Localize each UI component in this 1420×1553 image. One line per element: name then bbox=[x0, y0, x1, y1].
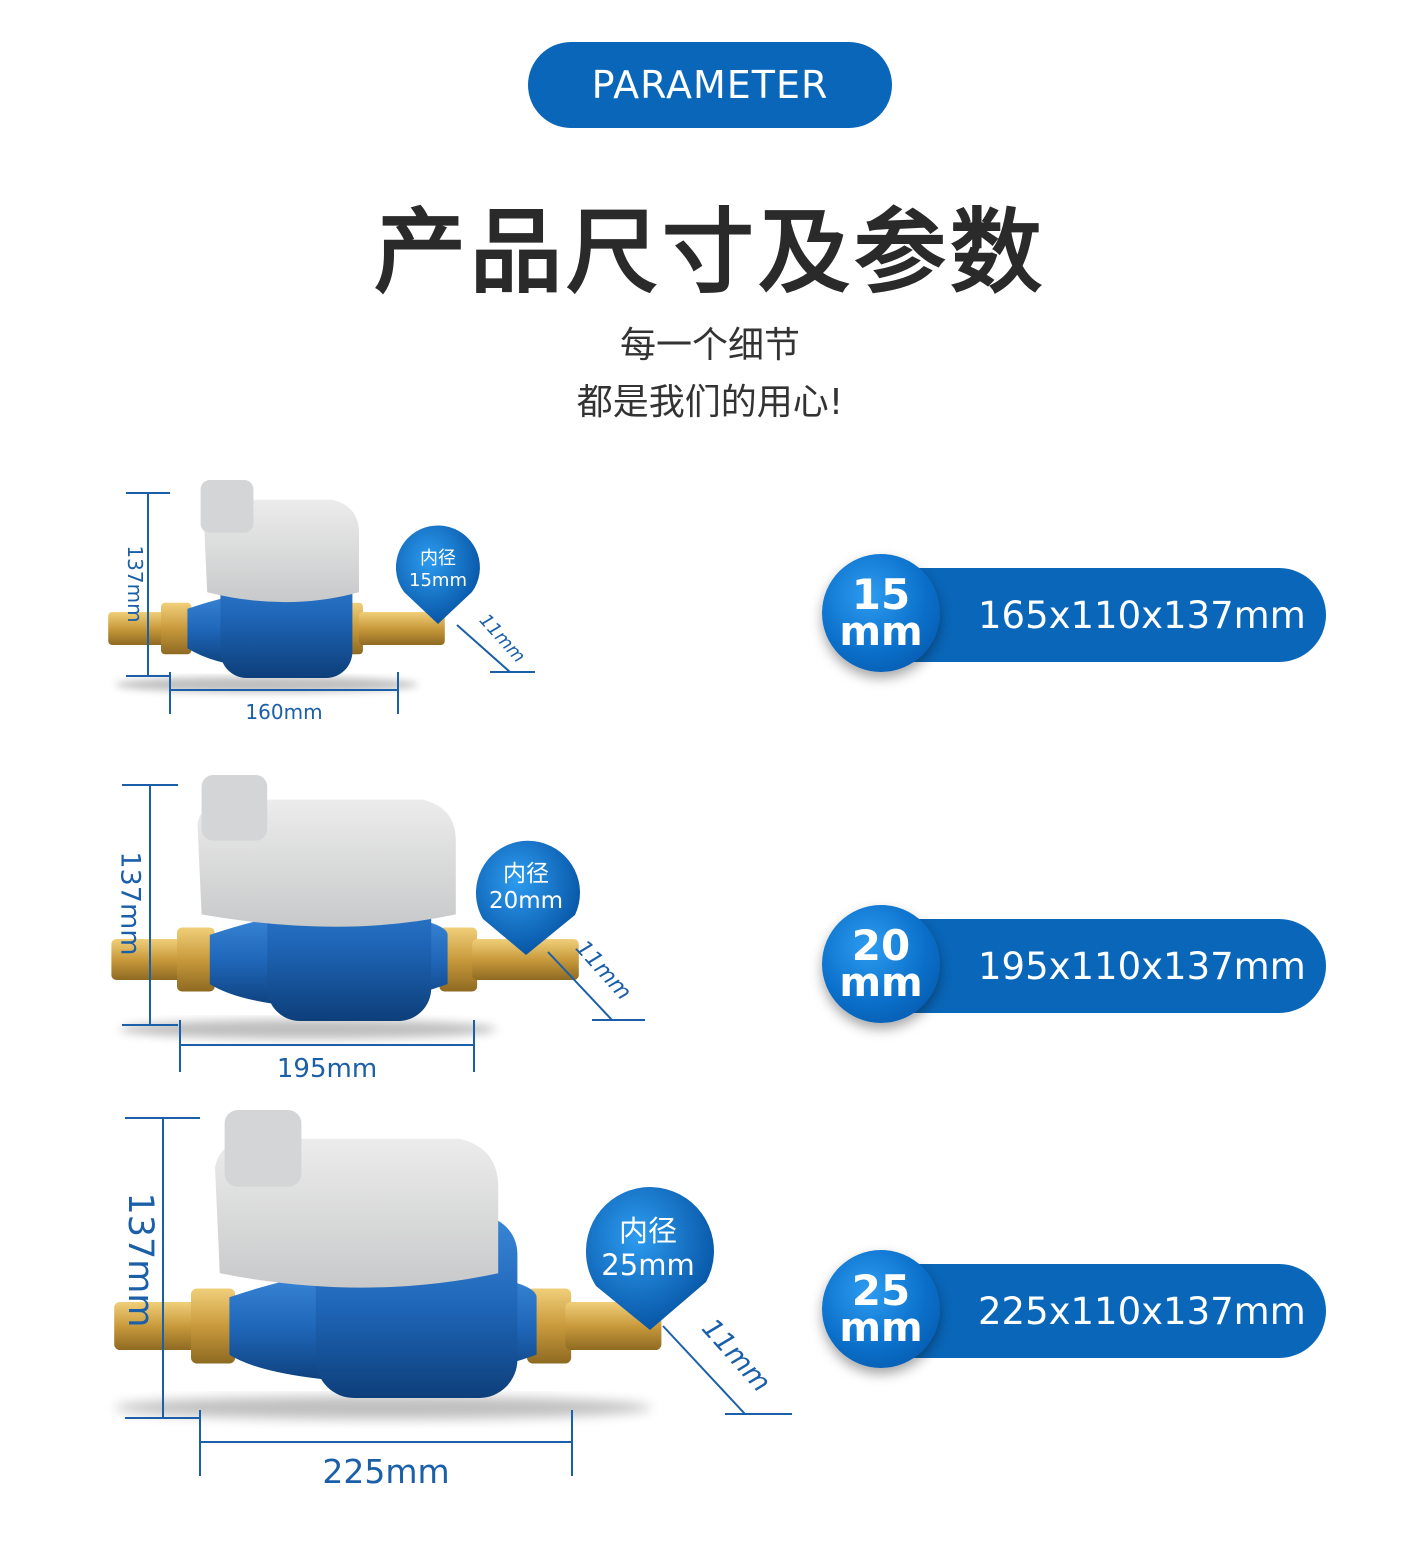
meter-20mm bbox=[111, 775, 579, 1040]
height-label-15mm: 137mm bbox=[123, 545, 147, 623]
size-number: 15 bbox=[851, 570, 911, 620]
size-unit: mm bbox=[839, 1304, 923, 1351]
width-label-15mm: 160mm bbox=[245, 700, 323, 724]
bore-pin-15mm bbox=[395, 525, 480, 624]
height-label-20mm: 137mm bbox=[114, 851, 146, 956]
subtitle-line-2: 都是我们的用心! bbox=[576, 382, 844, 423]
bore-pin-20mm bbox=[475, 840, 580, 955]
meter-25mm bbox=[114, 1110, 662, 1420]
bore-label-20mm-line1: 内径 bbox=[503, 861, 549, 887]
size-unit: mm bbox=[839, 959, 923, 1006]
spec-bar bbox=[890, 568, 1326, 662]
dimensions-text: 165x110x137mm bbox=[978, 593, 1306, 637]
size-number: 20 bbox=[851, 921, 911, 971]
page-title: 产品尺寸及参数 bbox=[373, 199, 1046, 306]
size-badge-20mm: 20 mm bbox=[822, 905, 940, 1023]
spec-bar bbox=[890, 919, 1326, 1013]
parameter-badge-label: PARAMETER bbox=[591, 63, 829, 107]
bore-label-25mm: 内径 25mm bbox=[586, 1214, 710, 1282]
width-label-20mm: 195mm bbox=[276, 1054, 378, 1084]
dimension-lines-20mm bbox=[122, 784, 645, 1072]
height-label-25mm: 137mm bbox=[120, 1192, 160, 1328]
meter-15mm bbox=[108, 480, 445, 693]
dimensions-text: 225x110x137mm bbox=[978, 1289, 1306, 1333]
width-label-25mm: 225mm bbox=[322, 1452, 450, 1491]
bore-label-15mm-line2: 15mm bbox=[409, 570, 467, 591]
dimension-lines-25mm bbox=[125, 1117, 792, 1476]
size-unit: mm bbox=[839, 608, 923, 655]
bore-label-25mm-line2: 25mm bbox=[601, 1248, 695, 1282]
subtitle-line-1: 每一个细节 bbox=[619, 325, 800, 366]
spec-row-15mm: 15 mm 165x110x137mm bbox=[822, 554, 1326, 672]
size-number: 25 bbox=[851, 1266, 911, 1316]
bore-pin-25mm bbox=[585, 1187, 714, 1330]
parameter-badge: PARAMETER bbox=[528, 42, 892, 128]
bore-pin-15mm bbox=[396, 444, 480, 528]
bore-label-15mm: 内径 15mm bbox=[398, 548, 478, 592]
spec-row-20mm: 20 mm 195x110x137mm bbox=[822, 905, 1326, 1023]
dimension-lines-15mm bbox=[126, 492, 535, 714]
bore-label-25mm-line1: 内径 bbox=[618, 1214, 677, 1248]
bore-label-20mm-line2: 20mm bbox=[488, 888, 564, 914]
size-badge-25mm: 25 mm bbox=[822, 1250, 940, 1368]
spec-row-25mm: 25 mm 225x110x137mm bbox=[822, 1250, 1326, 1368]
dimensions-text: 195x110x137mm bbox=[978, 944, 1306, 988]
size-badge-15mm: 15 mm bbox=[822, 554, 940, 672]
bore-label-20mm: 内径 20mm bbox=[476, 861, 576, 915]
bore-label-15mm-line1: 内径 bbox=[420, 548, 456, 569]
spec-bar bbox=[890, 1264, 1326, 1358]
